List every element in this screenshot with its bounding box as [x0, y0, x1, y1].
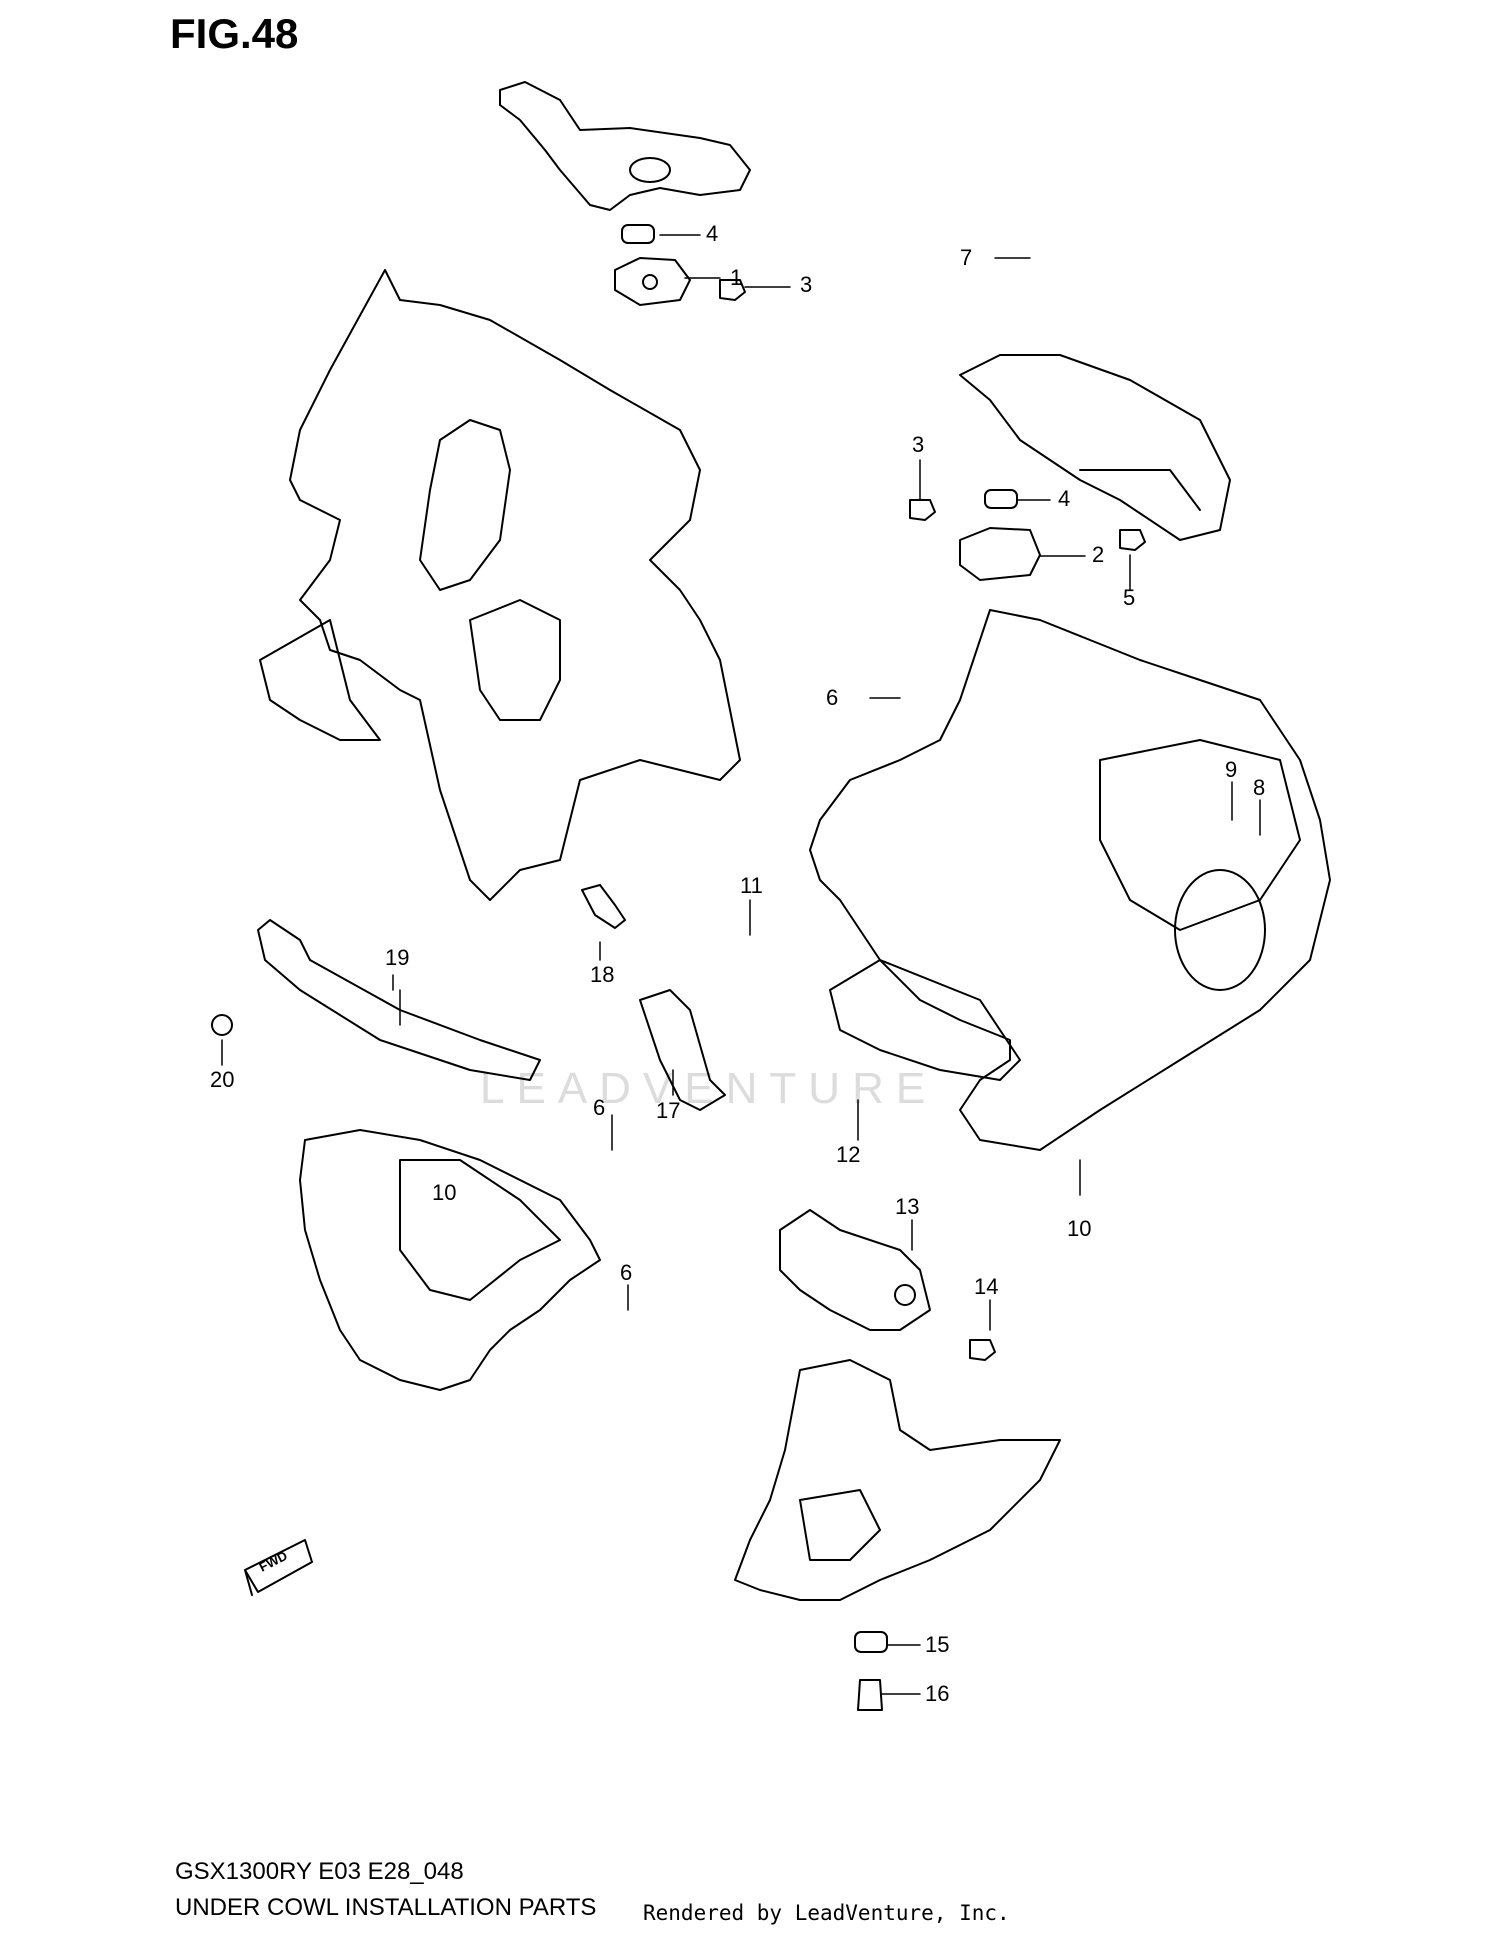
callout-label: 16: [925, 1681, 949, 1706]
lower-panel-left-part: [299, 1129, 601, 1391]
callout-label: 10: [1067, 1216, 1091, 1241]
bolt-part: [857, 1679, 883, 1711]
watermark-text: LEADVENTURE: [480, 1064, 938, 1113]
callout-label: 2: [1092, 542, 1104, 567]
callout-label: 7: [960, 245, 972, 270]
callout-label: 8: [1253, 775, 1265, 800]
callout-label: 20: [210, 1067, 234, 1092]
callout-label: 9: [1225, 757, 1237, 782]
callout-label: 1: [730, 265, 742, 290]
under-cowl-part: [734, 1359, 1061, 1601]
bolt-part: [1119, 529, 1146, 551]
callout-label: 6: [620, 1260, 632, 1285]
grommet-part: [984, 489, 1018, 509]
callout-label: 19: [385, 945, 409, 970]
callout-label: 15: [925, 1632, 949, 1657]
model-code: GSX1300RY E03 E28_048: [175, 1858, 464, 1885]
callout-label: 11: [740, 873, 763, 898]
callout-label: 3: [912, 432, 924, 457]
grommet-part: [621, 224, 655, 244]
bracket-2-part: [959, 527, 1041, 581]
callout-label: 17: [656, 1098, 680, 1123]
main-cowl-right-part: [809, 609, 1331, 1151]
upper-bracket-part: [499, 81, 751, 211]
strap-19-part: [257, 919, 541, 1081]
callout-label: 6: [826, 685, 838, 710]
grommet-part: [854, 1631, 888, 1653]
callout-label: 12: [836, 1142, 860, 1167]
callout-label: 4: [706, 221, 718, 246]
figure-title: FIG.48: [170, 10, 299, 57]
diagram-name: UNDER COWL INSTALLATION PARTS: [175, 1894, 597, 1921]
callout-label: 3: [800, 272, 812, 297]
bracket-13-part: [779, 1209, 931, 1331]
fastener-18-part: [581, 884, 626, 929]
bracket-1-part: [614, 257, 691, 306]
bracket-17-part: [639, 989, 726, 1111]
callout-label: 6: [593, 1095, 605, 1120]
fwd-arrow-icon: [244, 1539, 313, 1596]
inner-panel-left-part: [289, 269, 741, 901]
screw-20-part: [211, 1014, 233, 1036]
callout-label: 5: [1123, 585, 1135, 610]
upper-duct-part: [959, 354, 1231, 541]
callout-label: 10: [432, 1180, 456, 1205]
callout-label: 4: [1058, 486, 1070, 511]
callout-label: 13: [895, 1194, 919, 1219]
fwd-label: FWD: [257, 1548, 290, 1575]
bolt-part: [969, 1339, 996, 1361]
render-credit: Rendered by LeadVenture, Inc.: [643, 1901, 1010, 1925]
callout-label: 14: [974, 1274, 998, 1299]
callout-label: 18: [590, 962, 614, 987]
bolt-part: [909, 499, 936, 521]
bolt-part: [719, 279, 746, 301]
